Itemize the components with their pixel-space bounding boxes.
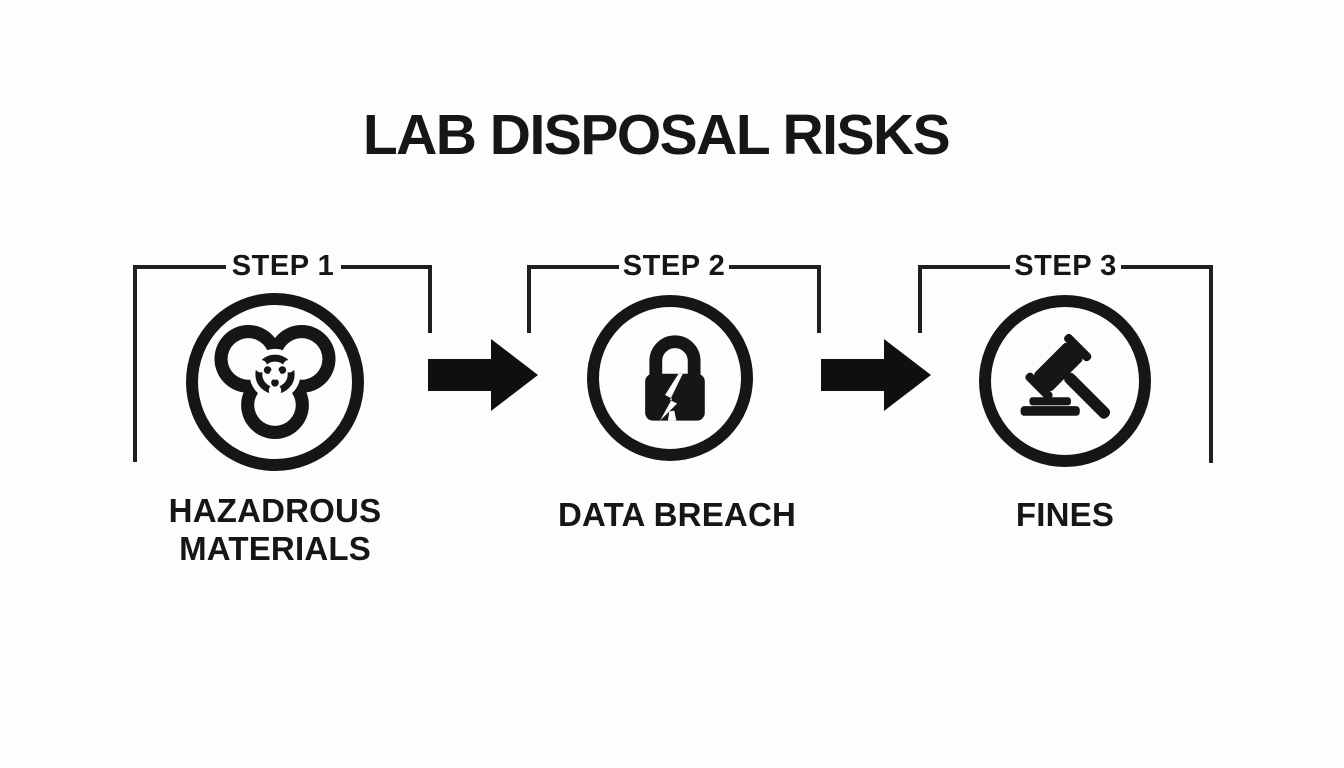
- step-1-label: STEP 1: [231, 250, 335, 282]
- gavel-icon: [1020, 333, 1111, 419]
- biohazard-icon: [214, 325, 336, 439]
- step-3-bracket-right-vertical: [1209, 265, 1213, 463]
- step-2-bracket-right-vertical: [817, 265, 821, 333]
- broken-padlock-icon: [645, 335, 705, 421]
- step-1-bracket-top-left: [133, 265, 226, 269]
- step-2-bracket-top-right: [729, 265, 821, 269]
- step-3-bracket-top-right: [1121, 265, 1213, 269]
- step-2-circle: [587, 295, 753, 461]
- arrow-right-icon: [821, 339, 931, 411]
- step-2-bracket-top-left: [527, 265, 619, 269]
- step-3-name: FINES: [1015, 496, 1115, 533]
- step-3-circle: [979, 295, 1151, 467]
- step-1-bracket-top-right: [341, 265, 432, 269]
- step-3-label: STEP 3: [1014, 250, 1117, 282]
- step-2-bracket-left-vertical: [527, 265, 531, 333]
- step-2-name: DATA BREACH: [557, 496, 797, 533]
- step-1-bracket-right-vertical: [428, 265, 432, 333]
- step-3-bracket-top-left: [918, 265, 1010, 269]
- step-3-bracket-left-vertical: [918, 265, 922, 333]
- arrow-right-icon: [428, 339, 538, 411]
- page-title: LAB DISPOSAL RISKS: [362, 103, 951, 167]
- step-2-label: STEP 2: [622, 250, 726, 282]
- step-1-circle: [186, 293, 364, 471]
- step-1-name: HAZADROUS MATERIALS: [168, 492, 382, 567]
- step-1-bracket-left-vertical: [133, 265, 137, 462]
